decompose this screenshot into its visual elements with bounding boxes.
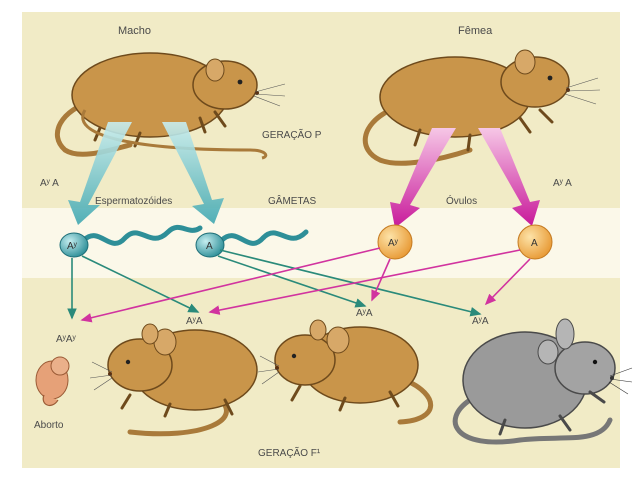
ovum-ay-label: Aʸ	[388, 238, 399, 249]
sperm-ay	[59, 224, 203, 258]
offspring-genotype-4: AʸA	[472, 316, 489, 327]
ovum-ay	[377, 224, 413, 260]
offspring-genotype-1: AʸAʸ	[56, 334, 77, 345]
ovum-a-label: A	[531, 238, 538, 249]
offspring-mouse-1	[89, 323, 258, 437]
female-gamete-arrows	[390, 128, 540, 228]
offspring-genotype-3: AʸA	[356, 308, 373, 319]
label-genotype-female: Aʸ A	[553, 178, 572, 189]
offspring-mouse-3-grey	[452, 318, 633, 445]
label-geracao-f1: GERAÇÃO F¹	[258, 446, 321, 459]
sperm-a	[195, 229, 309, 258]
aborted-embryo	[35, 356, 70, 407]
female-parent-mouse	[362, 49, 601, 166]
sperm-ay-label: Aʸ	[67, 241, 78, 252]
label-gametas: GÂMETAS	[268, 194, 316, 207]
sperm-a-label: A	[206, 241, 213, 252]
label-genotype-male: Aʸ A	[40, 178, 59, 189]
label-aborto: Aborto	[34, 420, 64, 431]
offspring-genotype-2: AʸA	[186, 316, 203, 327]
label-geracao-p: GERAÇÃO P	[262, 128, 322, 141]
label-macho: Macho	[118, 25, 151, 37]
label-espermatozoides: Espermatozóides	[95, 196, 172, 207]
cross-arrows-male	[67, 249, 482, 320]
male-parent-mouse	[54, 52, 286, 160]
cross-arrows-female	[80, 247, 531, 323]
ovum-a	[517, 224, 553, 260]
offspring-mouse-2	[257, 319, 434, 425]
label-ovulos: Óvulos	[446, 194, 477, 207]
male-gamete-arrows	[68, 122, 224, 225]
label-femea: Fêmea	[458, 25, 493, 37]
